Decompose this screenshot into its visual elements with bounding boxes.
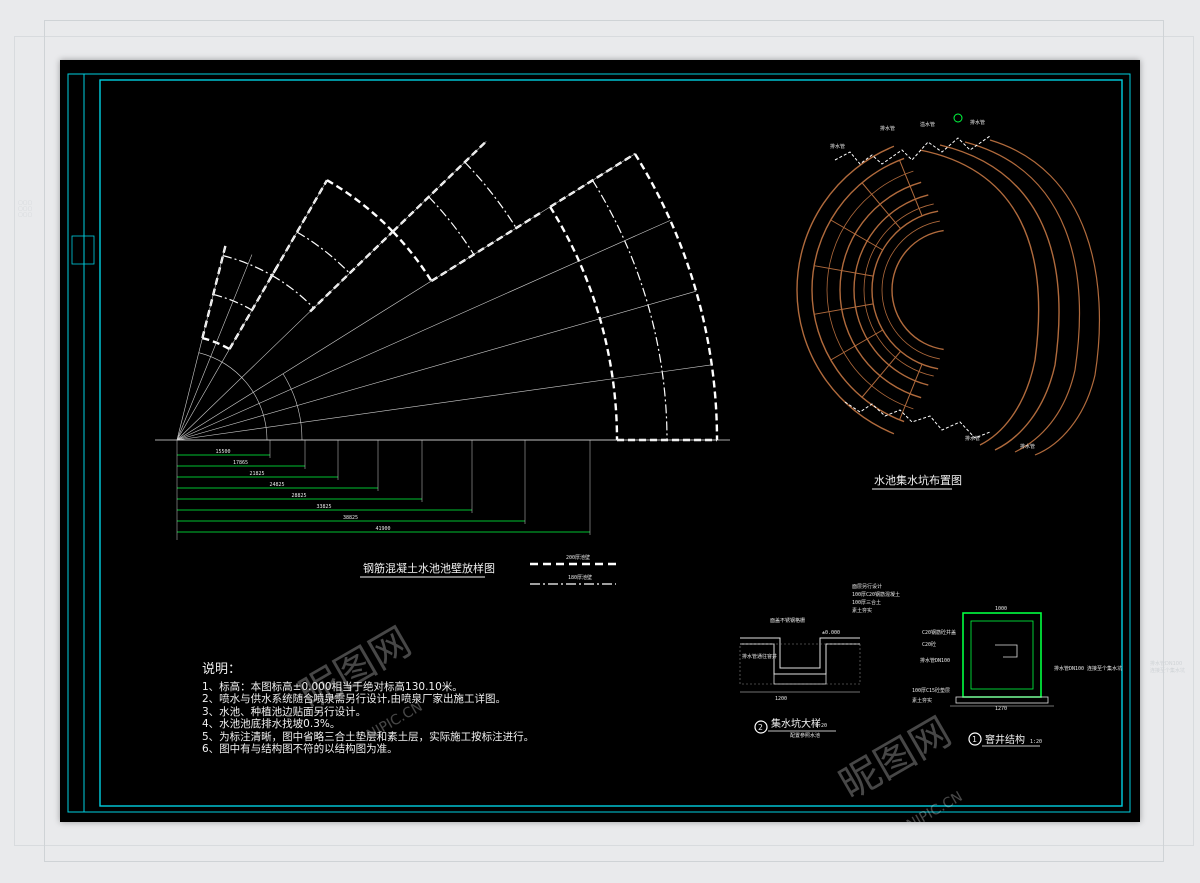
radial-dim-label: 21825 (250, 471, 265, 477)
side-label-2: 连接至个集水坑 (1150, 668, 1186, 674)
detail1-label: C20砼 (922, 641, 936, 648)
pit-layout-title: 水池集水坑布置图 (874, 473, 962, 487)
detail1-number: 1 (972, 735, 977, 744)
detail1-label: 排水管DN100 (920, 657, 950, 664)
detail1-title: 窨井结构 (985, 733, 1025, 746)
pit-layout: 排水管排水管溢水管排水管排水管排水管 (796, 113, 1100, 456)
detail1-label: 1270 (995, 706, 1007, 712)
detail2-scale: 1:20 (815, 723, 827, 729)
detail2-label: 面盖不锈钢格栅 (770, 617, 805, 624)
notes-heading: 说明： (202, 662, 242, 677)
note-1: 1、标高：本图标高±0.000相当于绝对标高130.10米。 (202, 680, 463, 693)
detail1-label: 100厚C15砼垫层 (912, 687, 950, 694)
detail2-sub: 配置参照水池 (790, 732, 820, 739)
sheet-border (67, 73, 1131, 813)
note-6: 6、图中有与结构图不符的以结构图为准。 (202, 743, 398, 755)
watermark-logo-2: 昵图网 (832, 709, 959, 809)
detail1-label: 排水管DN100 连接至个集水坑 (1054, 665, 1122, 672)
detail2-label: ±0.000 (822, 630, 840, 636)
detail2-label: 排水管通往窨井 (742, 653, 777, 660)
detail2-number: 2 (758, 723, 763, 732)
radial-dim-label: 28825 (292, 493, 307, 499)
pond-wall-title: 钢筋混凝土水池池壁放样图 (363, 561, 495, 575)
drawing-border (99, 79, 1123, 807)
note-3: 3、水池、种植池边贴面另行设计。 (202, 705, 367, 718)
detail-collection-pit: 2 集水坑大样 1:20 配置参照水池 (739, 637, 861, 739)
radial-dim-label: 15500 (216, 449, 231, 455)
pond-wall-layout (155, 140, 730, 442)
detail2-label: 素土夯实 (852, 607, 872, 614)
side-label-1: 排水管DN100 (1150, 661, 1183, 667)
detail2-label: 面层另行设计 (852, 583, 882, 590)
legend-180-label: 180厚池壁 (568, 574, 592, 581)
pit-label: 排水管 (965, 435, 980, 442)
detail1-label: 素土夯实 (912, 697, 932, 704)
side-note-right: 排水管DN100 连接至个集水坑 (1150, 660, 1185, 674)
note-5: 5、为标注清晰，图中省略三合土垫层和素土层，实际施工按标注进行。 (202, 730, 535, 743)
radial-dim-label: 41900 (376, 526, 391, 532)
detail2-label: 1200 (775, 696, 787, 702)
pit-label: 排水管 (880, 125, 895, 132)
inner-frame (44, 20, 1164, 862)
radial-dim-label: 38825 (343, 515, 358, 521)
pit-label: 排水管 (970, 119, 985, 126)
design-notes: 说明： 1、标高：本图标高±0.000相当于绝对标高130.10米。 2、喷水与… (202, 662, 535, 756)
pit-label: 溢水管 (920, 121, 935, 128)
detail2-title: 集水坑大样 (771, 717, 821, 730)
detail-manhole: 1 窨井结构 1:20 (950, 612, 1054, 747)
pit-label: 排水管 (1020, 443, 1035, 450)
radial-dim-label: 33825 (317, 504, 332, 510)
detail1-label: 1000 (995, 606, 1007, 612)
legend-200-label: 200厚池壁 (566, 554, 590, 561)
title-block (71, 235, 95, 265)
detail1-scale: 1:20 (1030, 739, 1042, 745)
note-2: 2、喷水与供水系统随合喷泉需另行设计,由喷泉厂家出施工详图。 (202, 693, 507, 705)
pit-label: 排水管 (830, 143, 845, 150)
detail1-label: C20钢筋砼井盖 (922, 629, 956, 636)
side-note-left: ▢▢▢▢▢▢▢▢▢ (18, 200, 33, 218)
radial-dim-label: 17865 (233, 460, 248, 466)
note-4: 4、水池池底排水找坡0.3%。 (202, 718, 341, 730)
radial-dim-label: 24825 (270, 482, 285, 488)
detail2-label: 100厚C20钢筋混凝土 (852, 591, 900, 598)
outer-frame (14, 36, 1194, 846)
detail2-label: 100厚三合土 (852, 599, 881, 606)
